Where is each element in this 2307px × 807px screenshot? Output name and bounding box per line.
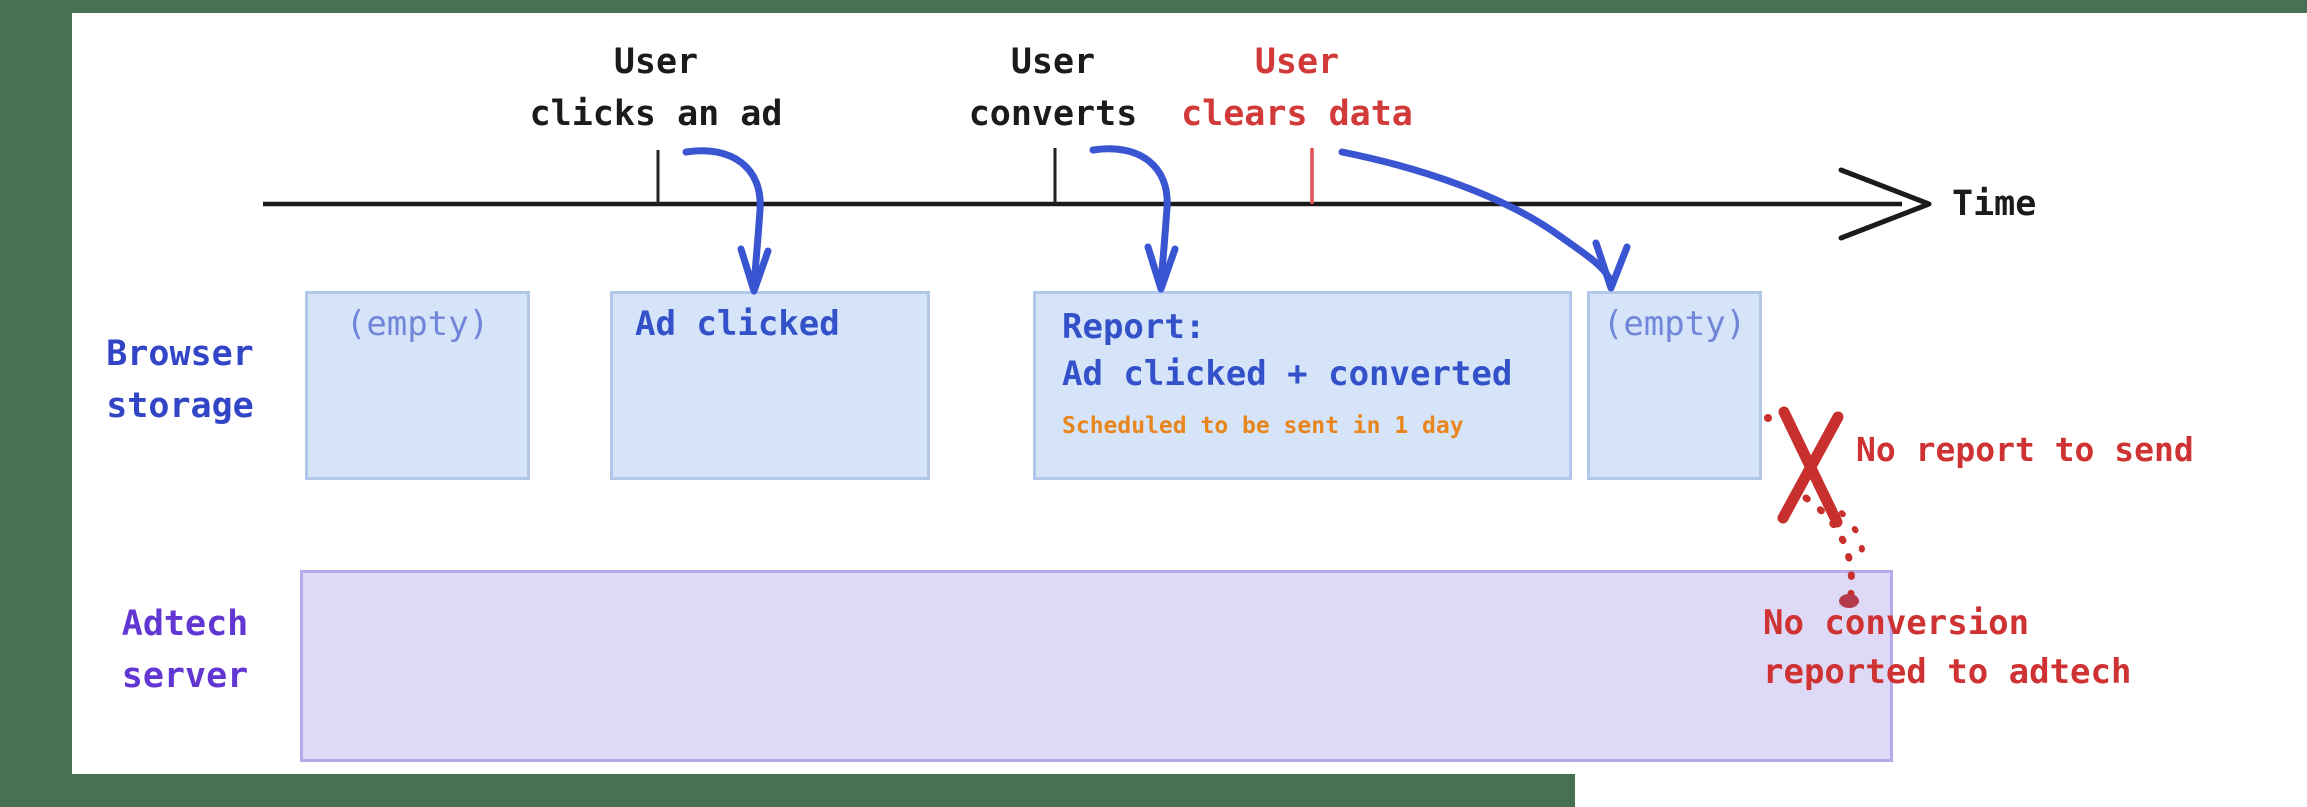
storage-box-empty-1: (empty): [305, 291, 530, 480]
event-label-user-clicks: User clicks an ad: [406, 36, 906, 140]
storage-box-empty-1-text: (empty): [345, 304, 490, 344]
event-label-user-clears-line1: User: [1254, 42, 1340, 82]
storage-box-ad-clicked-text: Ad clicked: [635, 304, 840, 344]
storage-box-ad-clicked: Ad clicked: [610, 291, 930, 480]
event-label-user-clears-line2: clears data: [1181, 94, 1413, 134]
event-label-user-converts: User converts: [803, 36, 1303, 140]
adtech-server-label-line1: Adtech: [121, 604, 249, 644]
browser-storage-label: Browser storage: [55, 328, 305, 432]
storage-box-empty-2: (empty): [1587, 291, 1762, 480]
report-title: Report:: [1062, 307, 1206, 347]
storage-box-empty-2-text: (empty): [1602, 304, 1747, 344]
adtech-server-label: Adtech server: [60, 598, 310, 702]
event-label-user-clicks-line2: clicks an ad: [529, 94, 783, 134]
event-label-user-clears: User clears data: [1047, 36, 1547, 140]
annotation-no-conversion-line1: No conversion: [1763, 603, 2030, 643]
report-subtitle: Ad clicked + converted: [1062, 354, 1513, 394]
browser-storage-label-line1: Browser: [106, 334, 254, 374]
report-schedule-note: Scheduled to be sent in 1 day: [1062, 413, 1464, 439]
adtech-server-box: [300, 570, 1893, 762]
storage-box-report: Report: Ad clicked + converted Scheduled…: [1033, 291, 1572, 480]
time-axis-label: Time: [1952, 184, 2037, 224]
diagram-sheet-bottom-right: [1575, 774, 2307, 807]
annotation-no-report: No report to send: [1856, 430, 2194, 469]
annotation-no-conversion-line2: reported to adtech: [1763, 652, 2132, 692]
event-label-user-clicks-line1: User: [613, 42, 699, 82]
annotation-no-conversion: No conversion reported to adtech: [1763, 599, 2131, 697]
event-label-user-converts-line1: User: [1010, 42, 1096, 82]
event-label-user-converts-line2: converts: [968, 94, 1138, 134]
adtech-server-label-line2: server: [121, 656, 249, 696]
browser-storage-label-line2: storage: [106, 386, 254, 426]
